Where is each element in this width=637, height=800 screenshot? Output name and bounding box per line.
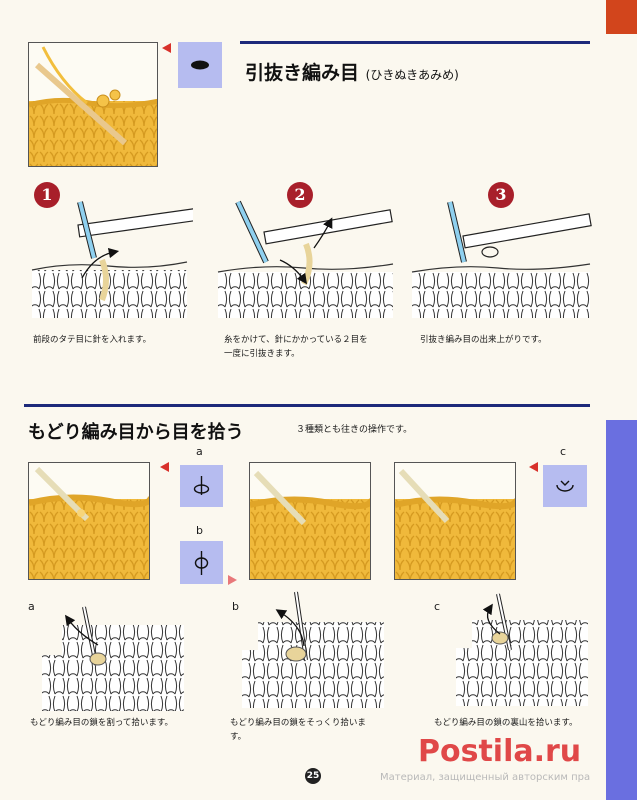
photo-c [394,462,516,580]
step-2-caption: 糸をかけて、針にかかっている２目を 一度に引抜きます。 [224,333,404,361]
symbol-a-box [180,465,223,507]
symbol-a-label: a [196,445,203,458]
step-2-diagram [214,200,399,320]
pick-up-title: もどり編み目から目を拾う [28,418,244,444]
step-1-caption: 前段のタテ目に針を入れます。 [33,333,213,347]
section-rule-2 [24,404,590,407]
caption-c: もどり編み目の鎖の裏山を拾います。 [434,716,604,730]
symbol-c-box [543,465,587,507]
step-2-caption-line-2: 一度に引抜きます。 [224,349,300,359]
slip-stitch-title: 引抜き編み目 (ひきぬきあみめ) [245,58,459,85]
diagram-b-label: b [232,600,239,613]
step-1-caption-line: 前段のタテ目に針を入れます。 [33,335,152,345]
orange-edge-tab [606,0,637,34]
step-2-caption-line-1: 糸をかけて、針にかかっている２目を [224,335,368,345]
symbol-b-pointer [228,575,237,585]
caption-b-line-2: す。 [230,732,247,742]
slip-stitch-symbol [178,42,222,88]
slip-stitch-title-reading: (ひきぬきあみめ) [365,68,459,82]
slip-stitch-title-text: 引抜き編み目 [245,62,360,84]
slip-stitch-photo [28,42,158,167]
page-number: 25 [305,768,321,784]
caption-a-line: もどり編み目の鎖を割って拾います。 [30,718,174,728]
section-rule-1 [240,41,590,44]
blue-edge-tab [606,420,637,800]
pick-up-subtitle: ３種類とも往きの操作です。 [296,425,413,435]
brand-watermark: Postila.ru [418,734,582,769]
diagram-a-label: a [28,600,35,613]
caption-b-line-1: もどり編み目の鎖をそっくり拾いま [230,718,366,728]
diagram-b [238,590,388,710]
step-1-diagram [28,200,198,320]
photo-b [249,462,371,580]
pick-up-title-text: もどり編み目から目を拾う [28,422,244,443]
copyright-watermark: Материал, защищенный авторским пра [380,772,591,783]
symbol-c-label: c [560,445,567,458]
symbol-b-label: b [196,524,203,537]
step-3-diagram [408,200,596,320]
step-3-caption: 引抜き編み目の出来上がりです。 [420,333,600,347]
caption-b: もどり編み目の鎖をそっくり拾いま す。 [230,716,430,744]
step-badge-2: 2 [287,182,313,208]
diagram-c [452,590,592,710]
diagram-a [38,605,188,713]
photo-a [28,462,150,580]
diagram-c-label: c [434,600,441,613]
symbol-c-pointer [529,462,538,472]
step-3-caption-line: 引抜き編み目の出来上がりです。 [420,335,547,345]
caption-c-line: もどり編み目の鎖の裏山を拾います。 [434,718,578,728]
caption-a: もどり編み目の鎖を割って拾います。 [30,716,230,730]
symbol-pointer-arrow [162,43,171,53]
symbol-b-box [180,541,223,584]
step-badge-1: 1 [34,182,60,208]
step-badge-3: 3 [488,182,514,208]
symbol-a-pointer [160,462,169,472]
